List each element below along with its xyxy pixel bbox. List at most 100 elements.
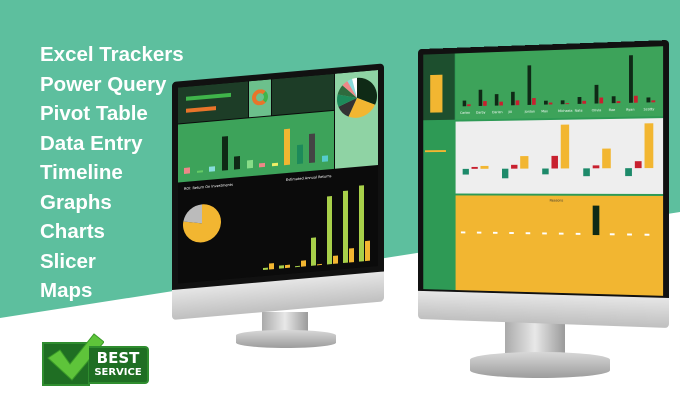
chart-bar <box>480 166 489 169</box>
chart-bar <box>502 168 509 179</box>
category-label: Olivia <box>591 108 602 113</box>
chart-bar <box>515 100 520 106</box>
chart-bar <box>221 136 228 171</box>
chart-bar <box>542 168 549 175</box>
chart-bar <box>271 162 278 167</box>
chart-bar <box>478 89 483 106</box>
badge-line2: SERVICE <box>94 367 142 378</box>
chart-bar <box>333 255 338 264</box>
chart-bar <box>460 231 466 234</box>
chart-bar <box>609 233 615 236</box>
feature-item: Power Query <box>40 72 167 96</box>
chart-bar <box>627 233 632 236</box>
chart-bar <box>611 96 616 104</box>
pie-slice <box>347 78 357 98</box>
category-label: Jordan <box>524 109 535 114</box>
chart-bar <box>646 97 651 103</box>
feature-item: Charts <box>40 220 105 243</box>
chart-bar <box>558 232 564 235</box>
chart-bar <box>532 97 536 105</box>
chart-bar <box>184 167 190 174</box>
chart-bar <box>565 102 570 105</box>
chart-bar <box>583 168 590 176</box>
chart-bar <box>263 268 268 271</box>
category-label: Darby <box>475 110 486 115</box>
chart-bar <box>196 170 203 173</box>
pie-slice <box>342 81 357 98</box>
category-label: Max <box>541 109 548 114</box>
chart-bar <box>471 167 478 169</box>
chart-bar <box>327 196 332 265</box>
best-service-badge: BEST SERVICE <box>42 332 150 386</box>
donut-panel <box>249 79 271 118</box>
chart-bar <box>499 101 503 106</box>
pie-slice <box>352 77 357 98</box>
pie-panel <box>335 69 378 169</box>
category-label: Jill <box>508 110 512 114</box>
chart-bar <box>301 259 306 267</box>
chart-bar <box>511 165 518 169</box>
roi-title: ROI: Return On Investments <box>184 182 233 191</box>
chart-bar <box>616 101 621 104</box>
chart-bar <box>644 123 654 169</box>
left-monitor-foot <box>236 330 336 348</box>
chart-bar <box>467 103 471 107</box>
chart-bar <box>509 232 514 235</box>
feature-item: Maps <box>40 279 93 302</box>
chart-bar <box>359 185 364 262</box>
chart-bar <box>343 190 348 264</box>
chart-bar <box>548 102 553 105</box>
chart-bar <box>321 155 328 162</box>
chart-bar <box>599 97 604 104</box>
chart-bar <box>259 162 265 168</box>
chart-bar <box>625 168 632 176</box>
chart-bar <box>295 266 300 268</box>
returns-chart: Estimated Annual Returns <box>241 165 378 278</box>
chart-bar <box>279 265 284 269</box>
chart-bar <box>493 231 498 234</box>
chart-bar <box>309 133 315 164</box>
pie-slice <box>357 77 377 105</box>
chart-bar <box>525 232 531 235</box>
badge-line1: BEST <box>96 349 140 367</box>
chart-bar <box>483 101 487 106</box>
chart-bar <box>234 156 240 170</box>
feature-item: Graphs <box>40 190 112 214</box>
feature-item: Slicer <box>40 249 96 273</box>
category-label: Michaela <box>557 108 573 114</box>
checkmark-icon <box>47 333 104 381</box>
chart-bar <box>592 205 600 236</box>
feature-item: Data Entry <box>40 131 143 155</box>
reasons-chart: Reasons <box>455 195 664 296</box>
chart-bar <box>594 84 599 104</box>
chart-bar <box>511 91 515 106</box>
pie-slice <box>338 97 357 117</box>
chart-bar <box>269 262 274 270</box>
reasons-title: Reasons <box>549 198 564 203</box>
pie-slice <box>183 204 202 224</box>
category-label: Carlee <box>460 110 471 115</box>
feature-list: Excel Trackers Power Query Pivot Table D… <box>40 40 184 306</box>
chart-bar <box>544 100 548 105</box>
chart-bar <box>629 55 633 103</box>
chart-bar <box>634 161 642 169</box>
chart-bar <box>575 232 581 235</box>
chart-bar <box>317 264 322 266</box>
chart-bar <box>520 155 529 169</box>
chart-bar <box>246 160 253 169</box>
chart-bar <box>602 148 611 169</box>
pie-slice <box>348 97 376 118</box>
chart-bar <box>285 264 290 269</box>
chart-bar <box>560 100 565 105</box>
chart-bar <box>527 65 532 105</box>
chart-bar <box>560 124 570 169</box>
chart-bar <box>592 165 600 169</box>
returns-title: Estimated Annual Returns <box>286 174 332 183</box>
chart-bar <box>365 240 370 262</box>
chart-bar <box>551 155 558 169</box>
right-monitor-foot <box>470 352 610 378</box>
chart-bar <box>644 233 650 236</box>
chart-bar <box>494 94 499 106</box>
